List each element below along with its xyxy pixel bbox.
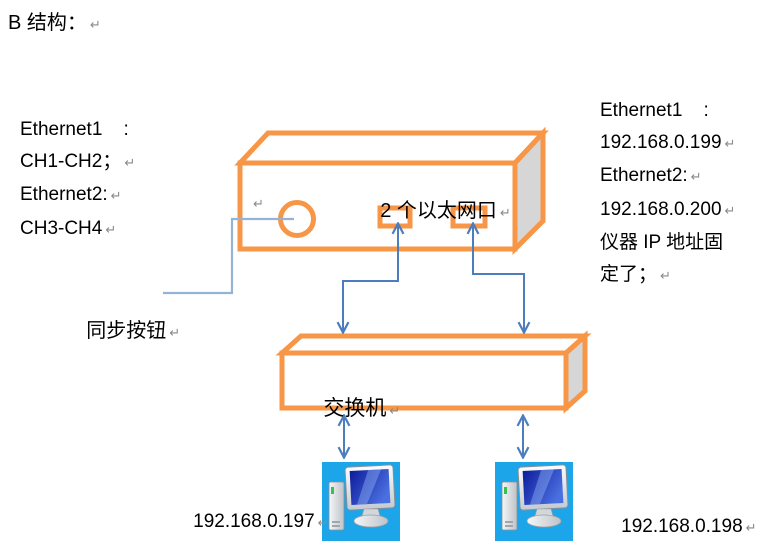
tower-vent [505,525,513,527]
paragraph-mark-icon: ↵ [690,170,702,185]
switch-label: 交换机↵ [300,368,400,446]
paragraph-mark-icon: ↵ [660,268,671,284]
monitor-icon [517,464,569,511]
instrument-box [234,126,549,256]
computer-icon-right [495,462,573,541]
left-note: Ethernet1 : CH1-CH2；↵ Ethernet2:↵ CH3-CH… [20,114,135,246]
switch-computer-arrows [344,416,523,457]
port-switch-arrows [343,224,524,332]
tower-vent [332,521,340,523]
computer-left-ip-label: 192.168.0.197↵ [172,489,329,550]
switch-box-top-face [275,333,592,356]
right-note-text: Ethernet2: [600,165,688,186]
computer-right-ip-label: 192.168.0.198↵ [600,494,757,550]
switch-box [275,330,592,414]
computer-icon-left [322,462,400,541]
switch-box-front-face [279,350,569,411]
right-note-line: Ethernet1 : [600,95,760,127]
paragraph-mark-icon: ↵ [89,18,101,33]
right-note-line: 192.168.0.200↵ [600,194,760,228]
paragraph-mark-icon: ↵ [724,136,736,152]
left-note-line: CH3-CH4↵ [20,213,135,247]
right-note-line: 仪器 IP 地址固 [600,227,760,259]
paragraph-mark-icon: ↵ [105,222,117,238]
page-title-text: B 结构： [8,12,87,34]
computer-left-ip-text: 192.168.0.197 [193,511,315,532]
tower-led [504,487,507,494]
monitor-icon [344,464,396,511]
left-note-line: Ethernet2:↵ [20,179,135,213]
sync-button-label-text: 同步按钮 [86,320,167,342]
tower-led [331,487,334,494]
paragraph-mark-icon: ↵ [317,516,329,531]
right-note-text: Ethernet1 : [600,100,709,121]
left-note-line: CH1-CH2；↵ [20,146,135,180]
sync-button-label: 同步按钮↵ [64,291,180,366]
tower-vent [332,525,340,527]
right-note-text: 定了； [600,263,658,285]
paragraph-mark-icon: ↵ [169,326,181,341]
monitor-base [526,514,562,528]
paragraph-mark-icon: ↵ [124,155,136,171]
arrow-port1-to-switch [343,224,398,332]
paragraph-mark-icon: ↵ [499,206,511,221]
monitor-base [353,514,389,528]
switch-label-text: 交换机 [323,397,387,420]
right-note-line: Ethernet2:↵ [600,160,760,194]
tower-vent [505,521,513,523]
right-note-text: 192.168.0.200 [600,198,722,220]
left-note-line: Ethernet1 : [20,114,135,146]
right-note-line: 192.168.0.199↵ [600,127,760,161]
left-note-text: Ethernet1 : [20,119,129,140]
paragraph-mark-icon: ↵ [110,189,122,204]
arrow-port2-to-switch [473,224,524,332]
right-note-text: 192.168.0.199 [600,131,722,153]
left-note-text: Ethernet2: [20,184,108,205]
page-title: B 结构：↵ [8,6,101,35]
paragraph-mark-icon: ↵ [724,203,736,219]
ethernet-ports-label: 2 个以太网口↵ [358,171,511,246]
right-note-line: 定了；↵ [600,259,760,293]
paragraph-mark-icon: ↵ [745,521,757,536]
left-note-text: CH3-CH4 [20,217,103,239]
computer-right-ip-text: 192.168.0.198 [621,516,743,537]
right-note-text: 仪器 IP 地址固 [600,232,724,253]
right-note: Ethernet1 : 192.168.0.199↵ Ethernet2:↵ 1… [600,95,760,292]
sync-label-connector-line [163,217,294,295]
paragraph-mark-icon: ↵ [389,404,401,419]
paragraph-mark-icon: ↵ [253,197,264,212]
ethernet-ports-label-text: 2 个以太网口 [380,200,497,222]
instrument-box-top-face [234,130,549,166]
left-note-text: CH1-CH2； [20,150,122,172]
